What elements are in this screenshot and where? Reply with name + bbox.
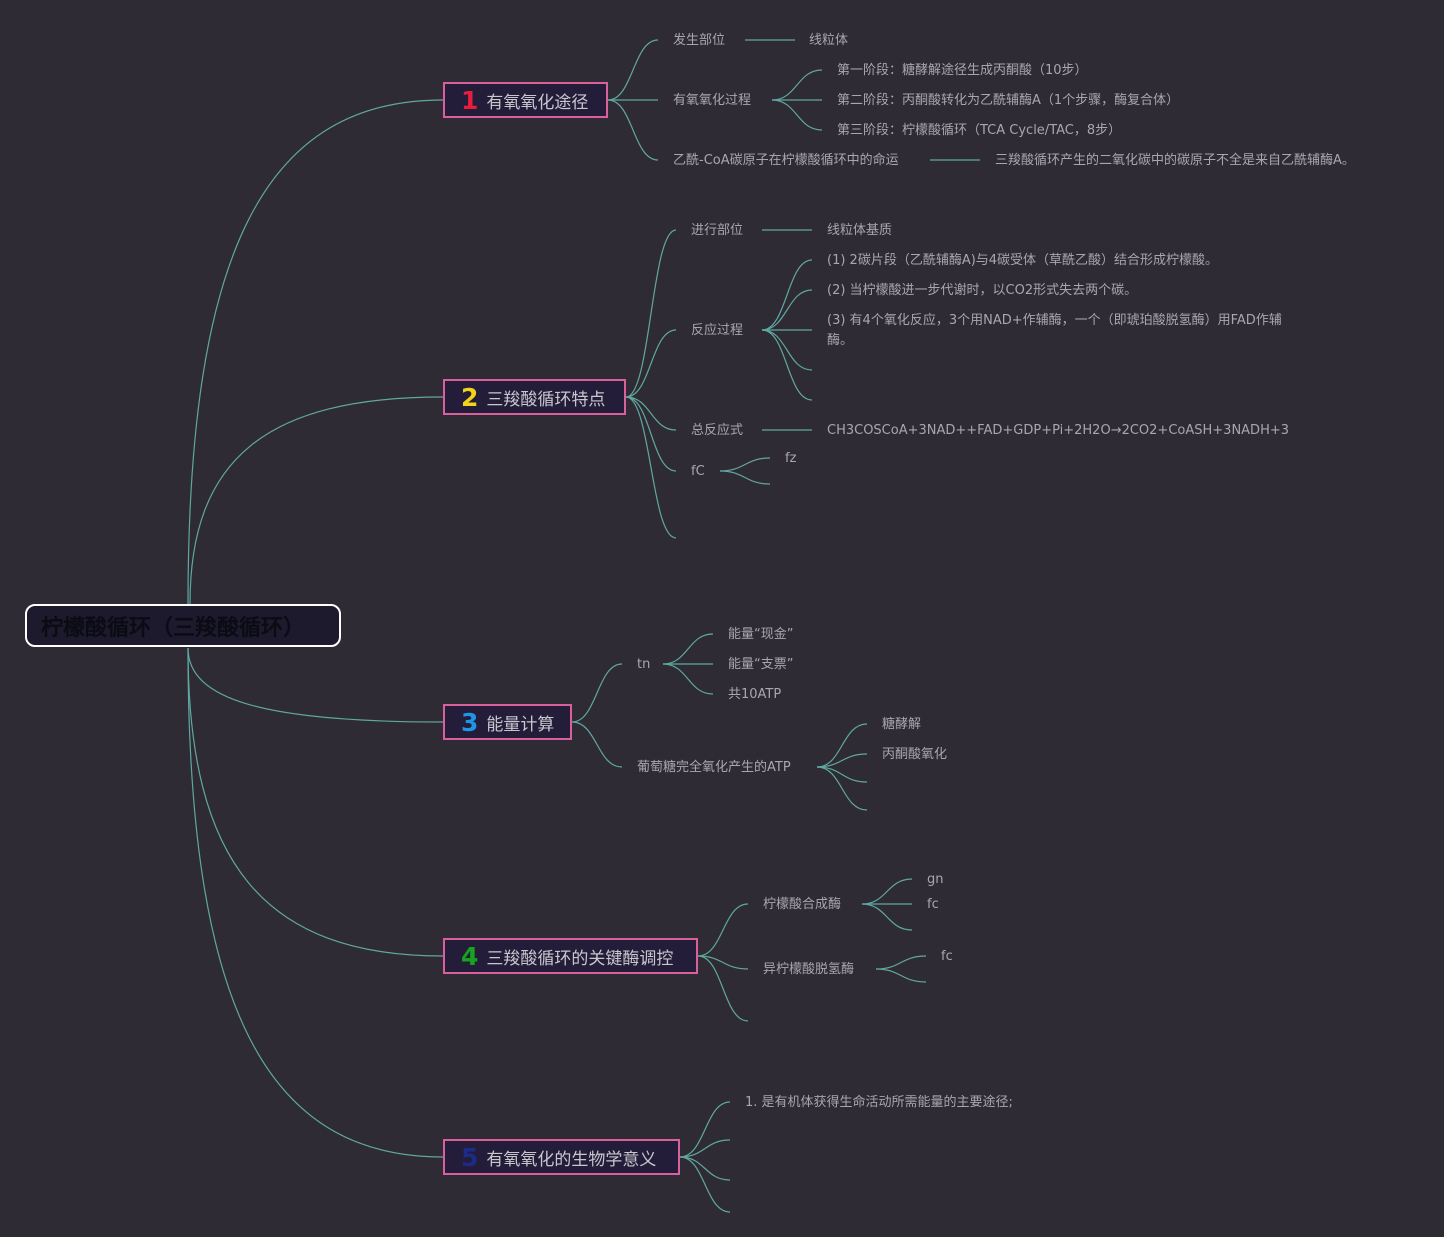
topic-energy-cash[interactable]: 能量“现金”: [728, 627, 794, 642]
connector: [875, 968, 927, 983]
root-connector: [187, 647, 444, 957]
topic-acetyl-coa-fate[interactable]: 乙酰-CoA碳原子在柠檬酸循环中的命运: [673, 153, 899, 168]
connector: [607, 39, 659, 101]
topic-fc-1[interactable]: fc: [927, 897, 939, 912]
topic-fz[interactable]: fz: [785, 451, 797, 466]
topic-aerobic-oxidation-process[interactable]: 有氧氧化过程: [673, 93, 752, 108]
connector: [816, 766, 868, 783]
connector: [719, 457, 771, 472]
topic-total-10atp[interactable]: 共10ATP: [728, 687, 782, 702]
connector: [761, 329, 813, 371]
topic-mitochondrial-matrix[interactable]: 线粒体基质: [827, 223, 893, 238]
topic-glucose-atp[interactable]: 葡萄糖完全氧化产生的ATP: [637, 760, 791, 775]
connector: [761, 289, 813, 331]
connector: [771, 69, 823, 101]
connector: [625, 229, 677, 398]
branch-number-3: 3: [461, 707, 479, 737]
connector: [662, 633, 714, 665]
topic-mitochondria[interactable]: 线粒体: [809, 33, 849, 48]
connector: [719, 470, 771, 485]
connector: [625, 396, 677, 472]
topic-step-2[interactable]: (2) 当柠檬酸进一步代谢时，以CO2形式失去两个碳。: [827, 283, 1138, 298]
topic-occurrence-site[interactable]: 发生部位: [673, 33, 726, 48]
topic-stage-2[interactable]: 第二阶段：丙酮酸转化为乙酰辅酶A（1个步骤，酶复合体）: [837, 93, 1180, 108]
topic-reaction-process[interactable]: 反应过程: [691, 323, 744, 338]
connector: [697, 903, 749, 957]
topic-glycolysis[interactable]: 糖酵解: [882, 717, 922, 732]
connector: [861, 878, 913, 905]
root-connector: [187, 99, 444, 605]
topic-main-energy-pathway[interactable]: 1. 是有机体获得生命活动所需能量的主要途径;: [745, 1095, 1013, 1110]
topic-gn[interactable]: gn: [927, 872, 944, 887]
topic-isocitrate-dehydrogenase[interactable]: 异柠檬酸脱氢酶: [763, 962, 855, 977]
branch-label: 三羧酸循环的关键酶调控: [486, 948, 674, 969]
branch-label: 有氧氧化的生物学意义: [486, 1149, 657, 1170]
topic-pyruvate-oxidation[interactable]: 丙酮酸氧化: [882, 747, 948, 762]
connector: [625, 329, 677, 398]
connector: [816, 723, 868, 768]
root-connector: [187, 647, 444, 1158]
topic-equation-text[interactable]: CH3COSCoA+3NAD++FAD+GDP+Pi+2H2O→2CO2+CoA…: [827, 423, 1290, 438]
branch-1-node[interactable]: 1 有氧氧化途径: [443, 82, 608, 118]
branch-4-node[interactable]: 4 三羧酸循环的关键酶调控: [443, 938, 698, 974]
branch-number-5: 5: [461, 1142, 479, 1172]
connector: [875, 955, 927, 970]
connector: [625, 396, 677, 431]
topic-step-1[interactable]: (1) 2碳片段（乙酰辅酶A)与4碳受体（草酰乙酸）结合形成柠檬酸。: [827, 253, 1219, 268]
root-label: 柠檬酸循环（三羧酸循环）: [41, 615, 306, 641]
branch-number-1: 1: [461, 85, 479, 115]
connector: [679, 1101, 731, 1158]
connector: [697, 955, 749, 970]
connector: [679, 1156, 731, 1213]
connector: [697, 955, 749, 1022]
root-connector: [189, 396, 444, 605]
connector: [607, 99, 659, 161]
root-connector: [187, 647, 444, 723]
branch-label: 能量计算: [486, 714, 555, 735]
branch-3-node[interactable]: 3 能量计算: [443, 704, 572, 740]
connector: [816, 753, 868, 768]
topic-energy-check[interactable]: 能量“支票”: [728, 657, 794, 672]
topic-step-3[interactable]: (3) 有4个氧化反应，3个用NAD+作辅酶，一个（即琥珀酸脱氢酶）用FAD作辅…: [827, 313, 1282, 348]
root-node[interactable]: 柠檬酸循环（三羧酸循环）: [25, 604, 341, 647]
topic-fc[interactable]: fC: [691, 464, 705, 479]
topic-stage-3[interactable]: 第三阶段：柠檬酸循环（TCA Cycle/TAC，8步）: [837, 123, 1122, 138]
connector: [571, 663, 623, 723]
topic-citrate-synthase[interactable]: 柠檬酸合成酶: [763, 897, 842, 912]
branch-2-node[interactable]: 2 三羧酸循环特点: [443, 379, 626, 415]
connector: [679, 1139, 731, 1158]
connector: [679, 1156, 731, 1181]
branch-label: 三羧酸循环特点: [486, 389, 606, 410]
connector: [662, 663, 714, 695]
branch-5-node[interactable]: 5 有氧氧化的生物学意义: [443, 1139, 680, 1175]
branch-number-2: 2: [461, 382, 479, 412]
connector: [761, 259, 813, 331]
connector: [861, 903, 913, 931]
connector: [625, 396, 677, 539]
topic-co2-carbon-note[interactable]: 三羧酸循环产生的二氧化碳中的碳原子不全是来自乙酰辅酶A。: [995, 153, 1355, 168]
connector: [761, 329, 813, 401]
branch-number-4: 4: [461, 941, 479, 971]
topic-fc-2[interactable]: fc: [941, 949, 953, 964]
connector: [816, 766, 868, 811]
branch-label: 有氧氧化途径: [486, 92, 589, 113]
topic-stage-1[interactable]: 第一阶段：糖酵解途径生成丙酮酸（10步）: [837, 63, 1088, 78]
topic-tn[interactable]: tn: [637, 657, 651, 672]
topic-reaction-site[interactable]: 进行部位: [691, 223, 744, 238]
connector: [571, 721, 623, 768]
topic-overall-equation[interactable]: 总反应式: [691, 423, 744, 438]
connector: [771, 99, 823, 131]
